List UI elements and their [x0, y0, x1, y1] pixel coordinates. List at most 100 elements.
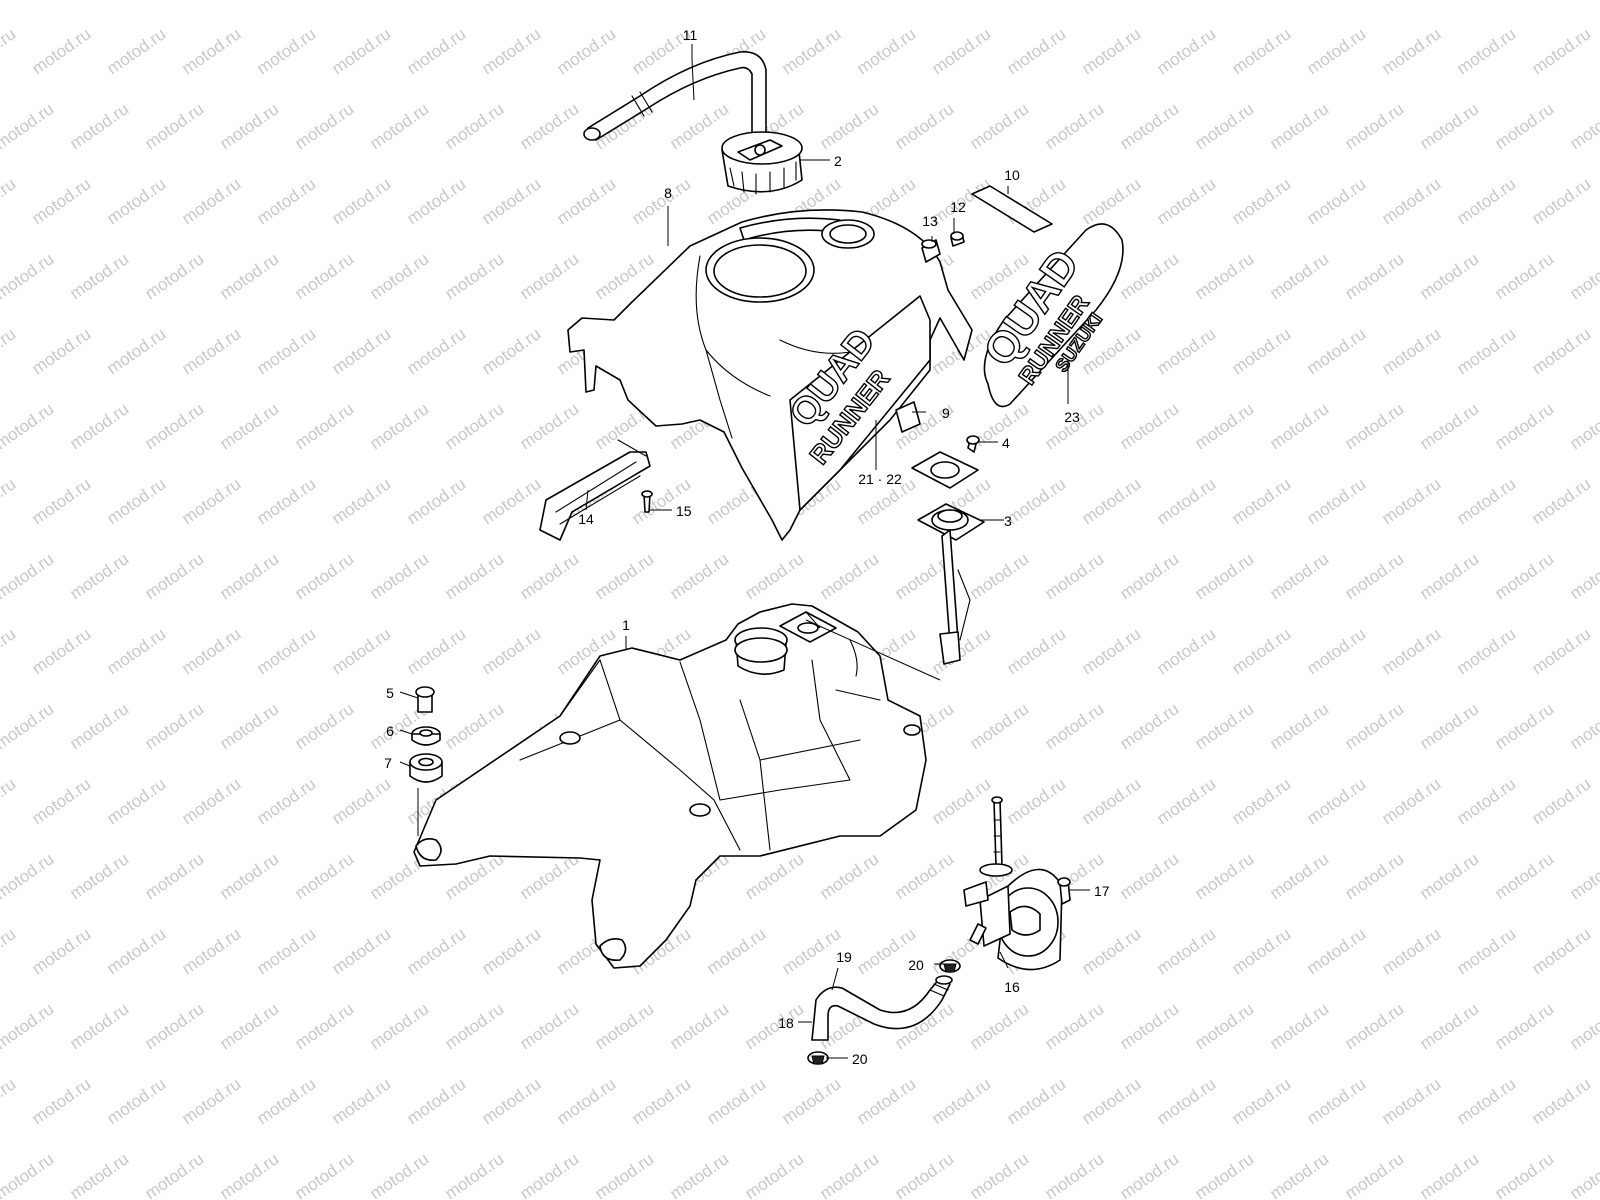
watermark-text: motod.ru	[928, 624, 994, 678]
watermark-text: motod.ru	[1116, 849, 1182, 903]
watermark-text: motod.ru	[1491, 849, 1557, 903]
watermark-text: motod.ru	[291, 399, 357, 453]
watermark-text: motod.ru	[1491, 249, 1557, 303]
watermark-text: motod.ru	[291, 849, 357, 903]
watermark-text: motod.ru	[1453, 774, 1519, 828]
watermark-text: motod.ru	[103, 324, 169, 378]
watermark-text: motod.ru	[0, 474, 19, 528]
watermark-text: motod.ru	[28, 924, 94, 978]
callout-20a: 20	[908, 957, 924, 973]
watermark-text: motod.ru	[1228, 474, 1294, 528]
watermark-text: motod.ru	[516, 99, 582, 153]
watermark-text: motod.ru	[1528, 24, 1594, 78]
watermark-text: motod.ru	[1453, 324, 1519, 378]
screw-4-part	[966, 435, 980, 453]
watermark-text: motod.ru	[1378, 774, 1444, 828]
callout-13: 13	[922, 213, 938, 229]
watermark-text: motod.ru	[1303, 924, 1369, 978]
watermark-text: motod.ru	[0, 324, 19, 378]
watermark-text: motod.ru	[1566, 849, 1600, 903]
watermark-text: motod.ru	[28, 774, 94, 828]
watermark-text: motod.ru	[1303, 324, 1369, 378]
watermark-text: motod.ru	[1191, 99, 1257, 153]
watermark-text: motod.ru	[553, 1074, 619, 1128]
watermark-text: motod.ru	[403, 924, 469, 978]
watermark-text: motod.ru	[1041, 699, 1107, 753]
watermark-text: motod.ru	[0, 24, 19, 78]
watermark-text: motod.ru	[1341, 1149, 1407, 1200]
watermark-text: motod.ru	[141, 699, 207, 753]
watermark-text: motod.ru	[1228, 24, 1294, 78]
watermark-text: motod.ru	[141, 399, 207, 453]
watermark-text: motod.ru	[1416, 249, 1482, 303]
watermark-text: motod.ru	[1078, 24, 1144, 78]
watermark-text: motod.ru	[891, 1149, 957, 1200]
watermark-text: motod.ru	[0, 0, 57, 3]
watermark-text: motod.ru	[28, 324, 94, 378]
watermark-text: motod.ru	[853, 1074, 919, 1128]
watermark-text: motod.ru	[741, 0, 807, 3]
watermark-text: motod.ru	[216, 699, 282, 753]
watermark-text: motod.ru	[1416, 0, 1482, 3]
watermark-text: motod.ru	[1003, 624, 1069, 678]
watermark-text: motod.ru	[1116, 249, 1182, 303]
fuel-gauge-part	[917, 503, 985, 665]
watermark-text: motod.ru	[178, 474, 244, 528]
watermark-text: motod.ru	[28, 1074, 94, 1128]
watermark-text: motod.ru	[103, 624, 169, 678]
watermark-text: motod.ru	[516, 549, 582, 603]
watermark-text: motod.ru	[1416, 1149, 1482, 1200]
watermark-text: motod.ru	[178, 624, 244, 678]
watermark-text: motod.ru	[1041, 999, 1107, 1053]
watermark-text: motod.ru	[66, 699, 132, 753]
watermark-text: motod.ru	[1416, 849, 1482, 903]
watermark-text: motod.ru	[103, 924, 169, 978]
callouts: 11 2 8 10 12 13 9 4 3 21 · 22 23 14 15 1…	[384, 27, 1110, 1067]
watermark-text: motod.ru	[66, 99, 132, 153]
watermark-text: motod.ru	[328, 324, 394, 378]
watermark-text: motod.ru	[1041, 399, 1107, 453]
watermark-text: motod.ru	[741, 549, 807, 603]
watermark-text: motod.ru	[591, 549, 657, 603]
collar-13-part	[921, 239, 941, 263]
watermark-text: motod.ru	[1078, 174, 1144, 228]
watermark-text: motod.ru	[628, 174, 694, 228]
fuel-tank-part	[413, 603, 927, 969]
watermark-text: motod.ru	[1566, 999, 1600, 1053]
watermark-text: motod.ru	[1266, 849, 1332, 903]
watermark-text: motod.ru	[591, 1149, 657, 1200]
watermark-text: motod.ru	[1078, 624, 1144, 678]
watermark-text: motod.ru	[1041, 549, 1107, 603]
watermark-text: motod.ru	[703, 1074, 769, 1128]
watermark-text: motod.ru	[966, 549, 1032, 603]
watermark-text: motod.ru	[328, 474, 394, 528]
watermark-text: motod.ru	[1003, 774, 1069, 828]
watermark-text: motod.ru	[1491, 549, 1557, 603]
watermark-text: motod.ru	[328, 24, 394, 78]
watermark-text: motod.ru	[591, 0, 657, 3]
watermark-text: motod.ru	[441, 1149, 507, 1200]
bolt-5-part	[415, 686, 435, 713]
watermark-text: motod.ru	[1341, 249, 1407, 303]
watermark-text: motod.ru	[403, 624, 469, 678]
watermark-text: motod.ru	[403, 1074, 469, 1128]
watermark-text: motod.ru	[1378, 24, 1444, 78]
watermark-text: motod.ru	[891, 99, 957, 153]
watermark-text: motod.ru	[66, 549, 132, 603]
watermark-text: motod.ru	[0, 99, 57, 153]
watermark-text: motod.ru	[0, 999, 57, 1053]
watermark-text: motod.ru	[853, 24, 919, 78]
watermark-text: motod.ru	[1116, 399, 1182, 453]
watermark-text: motod.ru	[1228, 774, 1294, 828]
watermark-text: motod.ru	[291, 249, 357, 303]
watermark-text: motod.ru	[1266, 549, 1332, 603]
watermark-text: motod.ru	[28, 624, 94, 678]
callout-9: 9	[942, 405, 950, 421]
watermark-text: motod.ru	[516, 1149, 582, 1200]
watermark-text: motod.ru	[1191, 999, 1257, 1053]
watermark-text: motod.ru	[403, 24, 469, 78]
watermark-text: motod.ru	[478, 324, 544, 378]
watermark-text: motod.ru	[66, 1149, 132, 1200]
watermark-text: motod.ru	[103, 774, 169, 828]
watermark-text: motod.ru	[1528, 174, 1594, 228]
